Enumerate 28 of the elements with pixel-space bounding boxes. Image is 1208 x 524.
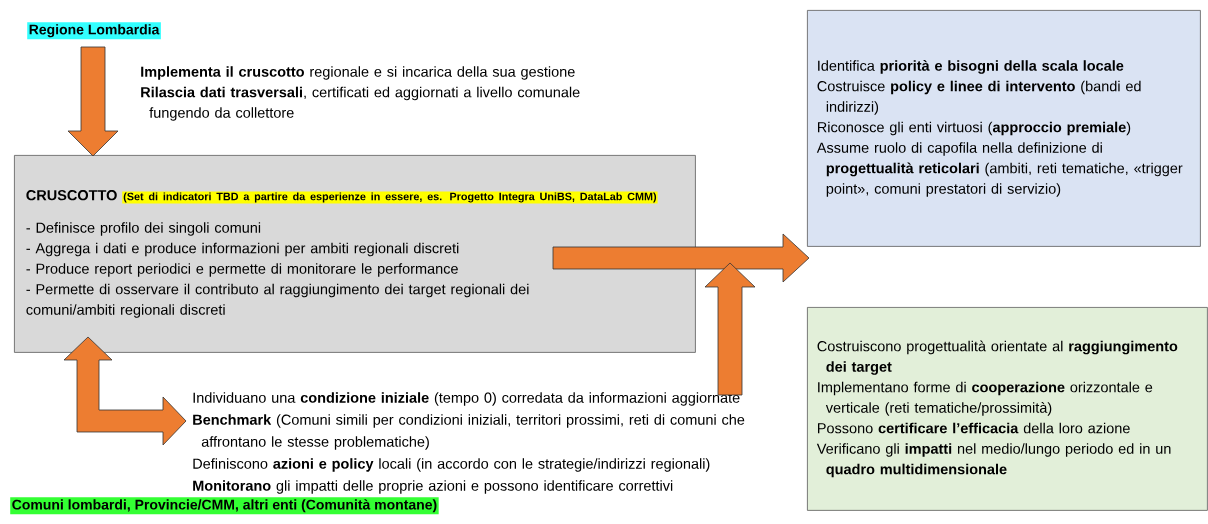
list-item: Costruisce policy e linee di intervento (bandi ed indirizzi) [817, 80, 1141, 115]
info-box [807, 10, 1201, 247]
list-item: Identifica priorità e bisogni della scala locale [818, 60, 1124, 74]
dashboard-box [14, 155, 696, 353]
list-item: - Produce report periodici e permette di monitorare le performance [26, 263, 458, 277]
highlighted-note: (Set di indicatori TBD a partire da esperienze in essere, es. Progetto Integra UniBS, DataLab CMM) [122, 191, 658, 204]
heading: CRUSCOTTO [26, 190, 117, 201]
list-item: - Aggrega i dati e produce informazioni per ambiti regionali discreti [26, 242, 459, 257]
list-item: Implementano forme di cooperazione orizzontale e verticale (reti tematiche/prossimità) [818, 381, 1153, 416]
list-item: - Definisce profilo dei singoli comuni [26, 222, 261, 236]
text-line: Individuano una condizione iniziale (tempo 0) corredata da informazioni aggiornate [193, 392, 740, 406]
description-text: Rilascia dati trasversali, certificati ed aggiornati a livello comunale fungendo da collettore [141, 86, 580, 121]
block-arrow [63, 336, 187, 446]
list-item: Possono certificare l’efficacia della loro azione [818, 422, 1130, 434]
block-arrow [552, 233, 810, 283]
text-line: Monitorano gli impatti delle proprie azioni e possono identificare correttivi [193, 480, 673, 494]
block-arrow [704, 262, 756, 396]
info-box [807, 307, 1208, 511]
text-line: Definiscono azioni e policy locali (in accordo con le strategie/indirizzi regionali) [193, 458, 710, 472]
text-line: Benchmark (Comuni simili per condizioni iniziali, territori prossimi, reti di comuni che affrontano le stesse problematiche) [193, 414, 745, 450]
highlighted-label: Comuni lombardi, Provincie/CMM, altri enti (Comunità montane) [10, 497, 439, 515]
description-text: Implementa il cruscotto regionale e si incarica della sua gestione [141, 66, 575, 80]
list-item: - Permette di osservare il contributo al raggiungimento dei target regionali dei comuni/ambiti regionali discreti [26, 283, 529, 318]
list-item: Riconosce gli enti virtuosi (approccio premiale) [818, 121, 1131, 136]
list-item: Verificano gli impatti nel medio/lungo periodo ed in un quadro multidimensionale [816, 443, 1171, 478]
block-arrow [67, 46, 119, 157]
highlighted-label: Regione Lombardia [27, 22, 161, 40]
list-item: Assume ruolo di capofila nella definizione di progettualità reticolari (ambiti, reti tematiche, «trigger point», comuni prestatori di servizio) [816, 142, 1183, 197]
